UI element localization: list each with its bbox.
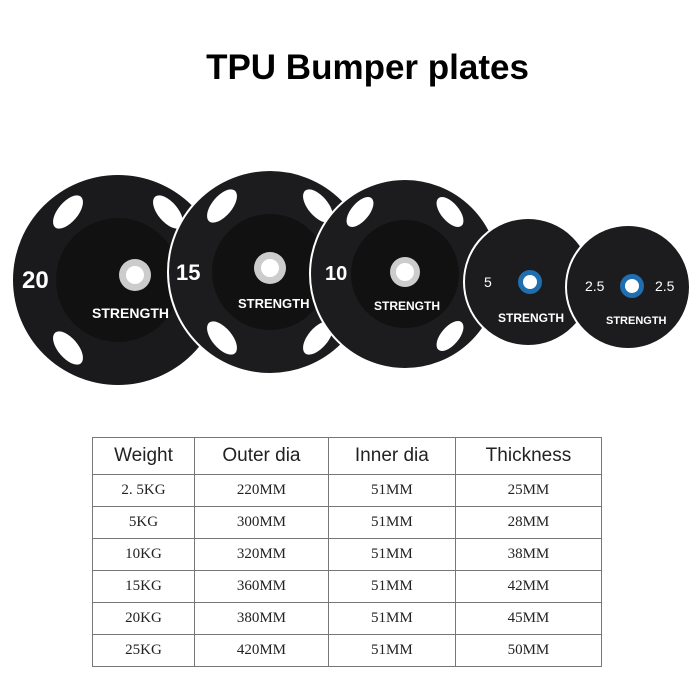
table-cell: 51MM (327, 506, 456, 539)
table-cell: 300MM (193, 506, 329, 539)
header-weight: Weight (92, 437, 195, 475)
table-cell: 420MM (193, 634, 329, 667)
table-cell: 320MM (193, 538, 329, 571)
header-thickness: Thickness (454, 437, 603, 475)
plate-brand-label: STRENGTH (92, 305, 169, 321)
table-cell: 51MM (327, 634, 456, 667)
table-cell: 25KG (92, 634, 195, 667)
table-cell: 38MM (454, 538, 603, 571)
plate-brand-label: STRENGTH (606, 315, 667, 327)
header-inner-dia: Inner dia (327, 437, 456, 475)
table-cell: 5KG (92, 506, 195, 539)
table-cell: 360MM (193, 570, 329, 603)
table-cell: 51MM (327, 570, 456, 603)
table-cell: 42MM (454, 570, 603, 603)
plate-15: 15 STRENGTH (167, 169, 373, 375)
plate-weight-label: 20 (22, 267, 49, 294)
table-cell: 45MM (454, 602, 603, 635)
table-cell: 51MM (327, 474, 456, 507)
table-cell: 51MM (327, 602, 456, 635)
table-cell: 51MM (327, 538, 456, 571)
plate-weight-label: 2.5 (585, 278, 605, 294)
plate-weight-label: 5 (484, 274, 492, 290)
plate-weight-label: 15 (176, 260, 200, 285)
table-cell: 50MM (454, 634, 603, 667)
page-title: TPU Bumper plates (206, 48, 529, 87)
spec-table: Weight Outer dia Inner dia Thickness 2. … (92, 437, 603, 667)
plate-20: 20 STRENGTH (13, 175, 223, 385)
header-outer-dia: Outer dia (193, 437, 329, 475)
table-cell: 20KG (92, 602, 195, 635)
plate-weight-label-right: 2.5 (655, 278, 675, 294)
table-cell: 2. 5KG (92, 474, 195, 507)
plate-2-5: 2.5 2.5 STRENGTH (565, 224, 691, 350)
plate-weight-label: 10 (325, 263, 347, 285)
plates-image: 20 STRENGTH 15 STRENGTH 10 STRENGTH 5 ST… (13, 169, 691, 385)
plate-brand-label: STRENGTH (498, 311, 564, 325)
plate-brand-label: STRENGTH (374, 299, 440, 313)
table-cell: 10KG (92, 538, 195, 571)
table-cell: 220MM (193, 474, 329, 507)
plate-10: 10 STRENGTH (309, 178, 501, 370)
table-header-row: Weight Outer dia Inner dia Thickness (92, 437, 603, 475)
table-cell: 28MM (454, 506, 603, 539)
table-cell: 15KG (92, 570, 195, 603)
table-cell: 25MM (454, 474, 603, 507)
table-cell: 380MM (193, 602, 329, 635)
plate-brand-label: STRENGTH (238, 296, 310, 311)
